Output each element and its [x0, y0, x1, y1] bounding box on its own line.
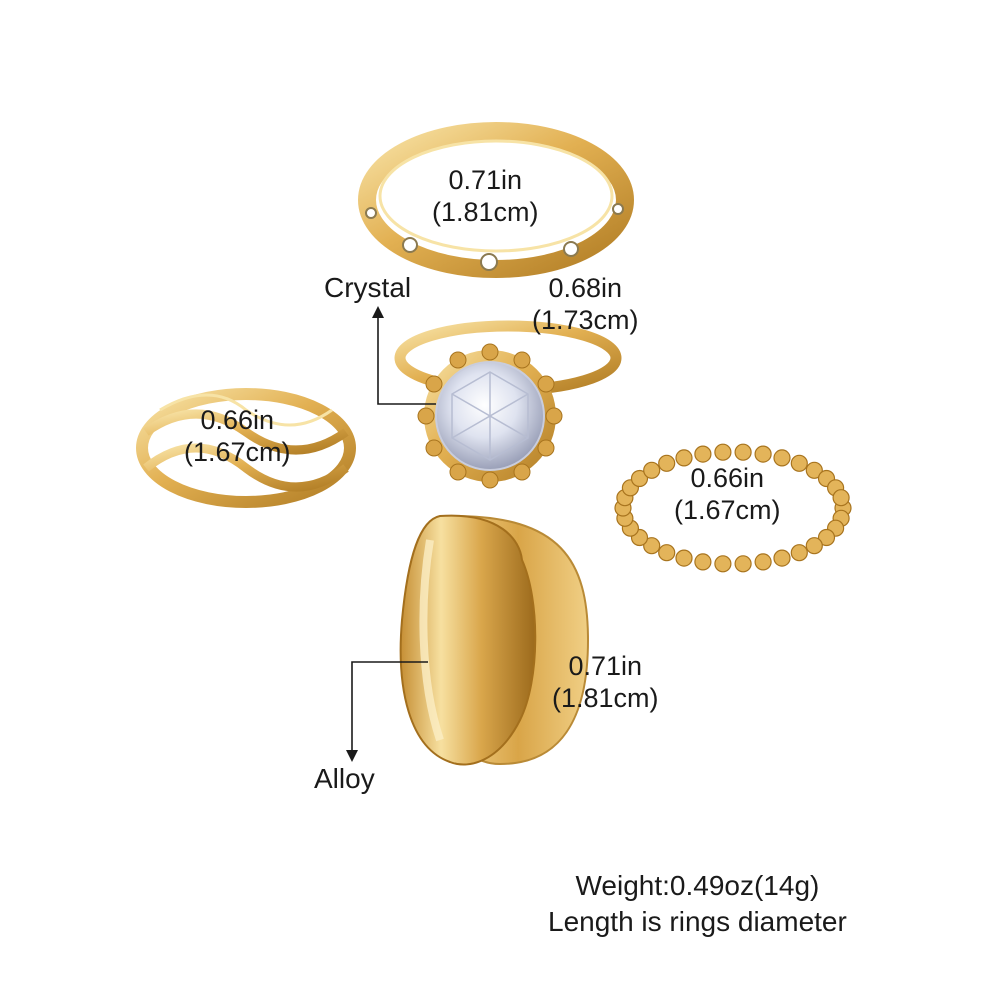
bead — [675, 549, 693, 567]
size-inches: 0.66in — [200, 405, 275, 435]
alloy-callout-label: Alloy — [314, 763, 375, 794]
wide-band-size-label: 0.71in (1.81cm) — [552, 650, 659, 714]
size-centimeters: (1.73cm) — [532, 305, 639, 335]
crystal-callout-line — [372, 306, 436, 405]
bead — [773, 549, 791, 567]
bead — [734, 443, 752, 461]
solitaire-ring — [394, 320, 622, 489]
size-inches: 0.71in — [568, 651, 643, 681]
wide-band-ring — [399, 514, 590, 766]
bead — [694, 445, 712, 463]
crystal-stone — [612, 203, 624, 215]
crystal-stone — [402, 237, 418, 253]
bead — [734, 555, 752, 573]
bead — [643, 461, 661, 479]
size-inches: 0.68in — [548, 273, 623, 303]
crystal-band-size-label: 0.71in (1.81cm) — [432, 164, 539, 228]
bead — [658, 544, 676, 562]
solitaire-size-label: 0.68in (1.73cm) — [532, 272, 639, 336]
size-centimeters: (1.81cm) — [432, 197, 539, 227]
bead — [773, 449, 791, 467]
beaded-band-size-label: 0.66in (1.67cm) — [674, 462, 781, 526]
bead — [643, 537, 661, 555]
bead — [754, 553, 772, 571]
beaded-band-ring — [614, 443, 852, 573]
bead — [754, 445, 772, 463]
bead — [675, 449, 693, 467]
weight-text: Weight:0.49oz(14g) — [575, 870, 820, 901]
bead — [790, 544, 808, 562]
diameter-note-text: Length is rings diameter — [548, 906, 847, 937]
bead — [694, 553, 712, 571]
bead — [805, 537, 823, 555]
bead — [658, 454, 676, 472]
size-inches: 0.66in — [690, 463, 765, 493]
crystal-callout-label: Crystal — [324, 272, 412, 303]
size-centimeters: (1.67cm) — [674, 495, 781, 525]
bead — [805, 461, 823, 479]
bead — [714, 443, 732, 461]
footer-note: Weight:0.49oz(14g) Length is rings diame… — [548, 868, 847, 940]
crystal-stone — [563, 241, 579, 257]
crystal-stone — [365, 207, 377, 219]
bead — [790, 454, 808, 472]
bead — [630, 469, 649, 488]
twisted-band-ring — [136, 388, 356, 508]
size-centimeters: (1.81cm) — [552, 683, 659, 713]
crystal-band-ring — [358, 122, 634, 278]
crystal-stone — [480, 253, 498, 271]
bead — [714, 555, 732, 573]
size-inches: 0.71in — [448, 165, 523, 195]
alloy-callout-line — [346, 661, 428, 762]
bead — [817, 528, 836, 547]
twisted-band-size-label: 0.66in (1.67cm) — [184, 404, 291, 468]
size-centimeters: (1.67cm) — [184, 437, 291, 467]
bead — [832, 489, 850, 507]
